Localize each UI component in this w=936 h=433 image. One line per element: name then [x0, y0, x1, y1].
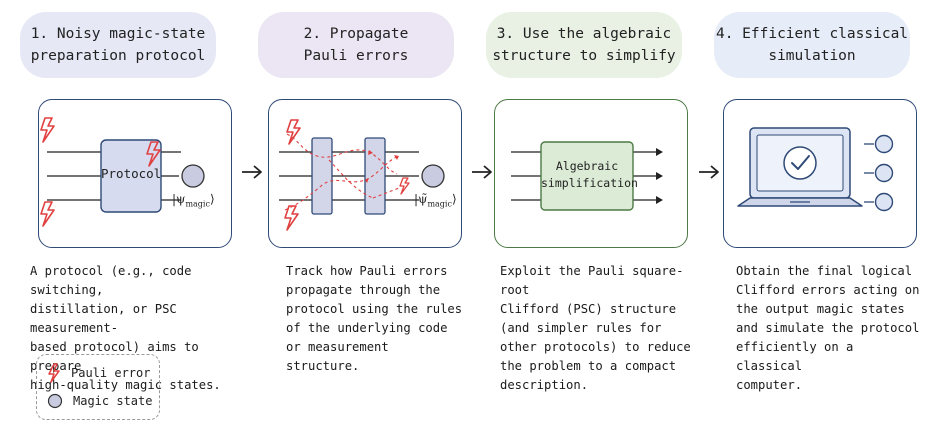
panel-simplify: Algebraic simplification	[494, 99, 688, 248]
panel-protocol: Protocol |ψmagic⟩	[38, 99, 232, 248]
lightning-bolt-icon	[399, 177, 410, 195]
output-state-circle	[874, 134, 894, 154]
lightning-bolt-icon	[40, 117, 55, 143]
legend-pauli-error-label: Pauli error	[71, 366, 151, 380]
protocol-box-label: Protocol	[101, 166, 162, 181]
magic-state-label-1: |ψmagic⟩	[172, 192, 215, 209]
step-2-title: 2. Propagate Pauli errors	[258, 12, 454, 78]
legend-row-pauli-error: Pauli error	[47, 363, 150, 383]
magic-state-circle	[181, 164, 205, 188]
output-state-circle	[874, 163, 894, 183]
step-3-title: 3. Use the algebraic structure to simpli…	[486, 12, 682, 78]
panel-propagate: |ψ̃magic⟩	[268, 99, 462, 248]
step-2-description: Track how Pauli errors propagate through…	[286, 264, 463, 373]
legend: Pauli error Magic state	[36, 354, 160, 420]
simplification-box	[540, 141, 634, 211]
lightning-bolt-icon	[146, 141, 161, 167]
magic-state-label-2: |ψ̃magic⟩	[414, 192, 457, 209]
checkmark-icon	[783, 146, 817, 180]
magic-state-circle	[421, 164, 445, 188]
step-4-description: Obtain the final logical Clifford errors…	[736, 264, 920, 392]
protocol-box	[100, 139, 162, 213]
lightning-bolt-icon	[40, 201, 55, 227]
lightning-bolt-icon	[48, 363, 60, 383]
arrow-right-icon	[699, 165, 719, 179]
step-4-title: 4. Efficient classical simulation	[714, 12, 910, 78]
arrow-right-icon	[472, 165, 492, 179]
gate-box-1	[311, 137, 333, 215]
step-1-description: A protocol (e.g., code switching, distil…	[30, 264, 221, 392]
magic-state-icon	[47, 393, 63, 409]
legend-row-magic-state: Magic state	[47, 393, 152, 409]
arrow-right-icon	[242, 165, 262, 179]
panel-classical-simulation	[723, 99, 917, 248]
lightning-bolt-icon	[284, 205, 299, 231]
step-1-title: 1. Noisy magic-state preparation protoco…	[20, 12, 216, 78]
step-3-description: Exploit the Pauli square-root Clifford (…	[500, 264, 691, 392]
output-state-circle	[874, 192, 894, 212]
legend-magic-state-label: Magic state	[73, 394, 153, 408]
simplification-label: Algebraic simplification	[541, 159, 638, 190]
lightning-bolt-icon	[286, 119, 301, 145]
gate-box-2	[364, 137, 386, 215]
